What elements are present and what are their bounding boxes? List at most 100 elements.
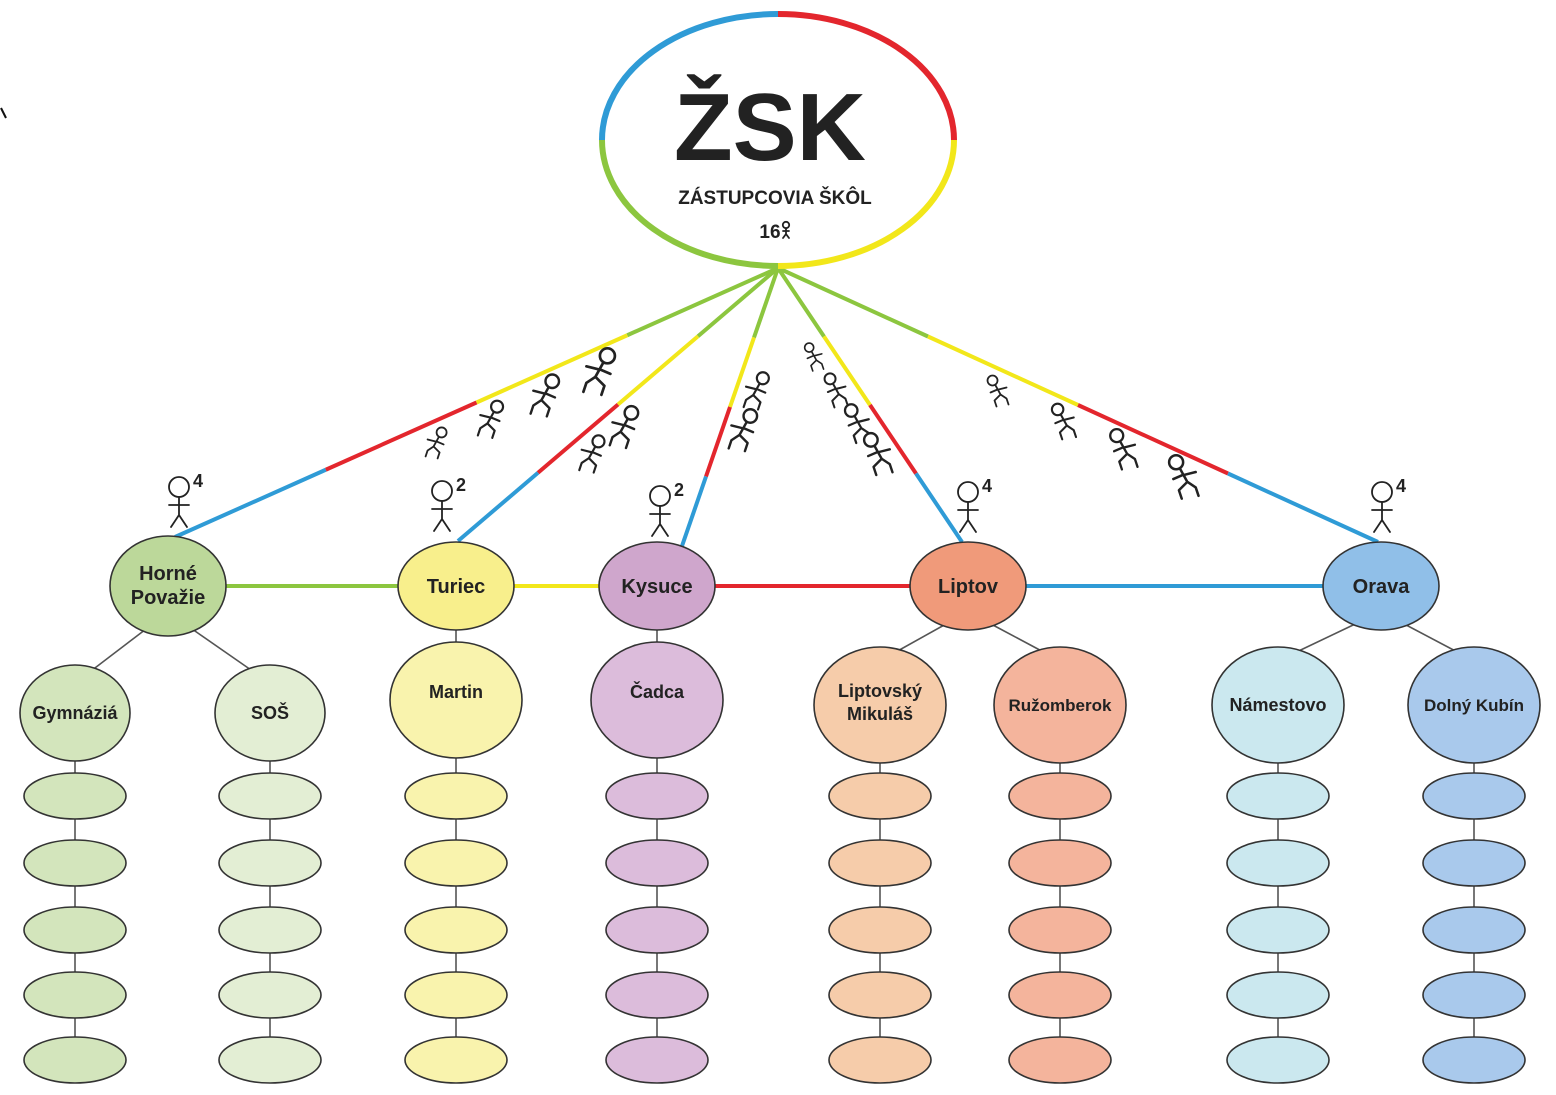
school-slot bbox=[1226, 906, 1330, 954]
school-slot bbox=[1008, 839, 1112, 887]
school-node bbox=[19, 664, 131, 762]
school-slot bbox=[404, 839, 508, 887]
school-slot bbox=[828, 772, 932, 820]
root-count: 16 bbox=[759, 222, 780, 243]
running-person-icon bbox=[862, 431, 894, 477]
root-link-segment bbox=[914, 472, 964, 544]
school-slot bbox=[1226, 839, 1330, 887]
root-link-segment bbox=[1077, 403, 1229, 476]
school-slot bbox=[404, 772, 508, 820]
school-slot bbox=[1226, 772, 1330, 820]
region-count: 4 bbox=[1396, 476, 1406, 496]
school-slot bbox=[1422, 971, 1526, 1019]
school-slot bbox=[404, 906, 508, 954]
region-count: 4 bbox=[982, 476, 992, 496]
school-slot bbox=[218, 839, 322, 887]
running-person-icon bbox=[1050, 402, 1078, 441]
root-link-segment bbox=[626, 266, 779, 338]
region-name: Kysuce bbox=[621, 576, 692, 598]
school-branch: SOŠ bbox=[193, 629, 326, 1084]
school-slot bbox=[605, 772, 709, 820]
region-name: Turiec bbox=[427, 576, 486, 598]
school-branch: Námestovo bbox=[1211, 623, 1356, 1084]
running-person-icon bbox=[727, 408, 759, 453]
school-label: Námestovo bbox=[1229, 695, 1326, 715]
school-branch: Gymnáziá bbox=[19, 629, 146, 1084]
school-slot bbox=[23, 839, 127, 887]
school-slot bbox=[1008, 906, 1112, 954]
region-count: 4 bbox=[193, 471, 203, 491]
root-title: ŽSK bbox=[674, 73, 866, 181]
school-label: Dolný Kubín bbox=[1424, 696, 1524, 715]
region-node: Orava 4 bbox=[1322, 476, 1440, 631]
running-person-icon bbox=[424, 426, 448, 460]
school-node bbox=[1407, 646, 1541, 764]
school-slot bbox=[23, 1036, 127, 1084]
school-slot bbox=[1226, 1036, 1330, 1084]
root-link-segment bbox=[696, 266, 780, 338]
root-link-segment bbox=[868, 403, 918, 475]
running-person-icon bbox=[582, 346, 617, 397]
school-slot bbox=[404, 971, 508, 1019]
school-label: Ružomberok bbox=[1009, 696, 1113, 715]
person-icon bbox=[781, 220, 791, 239]
school-slot bbox=[218, 772, 322, 820]
running-person-icon bbox=[986, 374, 1010, 408]
region-name: Orava bbox=[1353, 576, 1411, 598]
school-node bbox=[590, 641, 724, 759]
school-slot bbox=[1422, 772, 1526, 820]
running-person-icon bbox=[803, 342, 825, 372]
running-person-icon bbox=[578, 434, 606, 474]
root-node: ŽSK ZÁSTUPCOVIA ŠKÔL 16 bbox=[599, 11, 957, 269]
school-slot bbox=[605, 971, 709, 1019]
school-slot bbox=[218, 1036, 322, 1084]
root-link-segment bbox=[704, 406, 732, 478]
school-slot bbox=[605, 906, 709, 954]
root-link-segment bbox=[822, 335, 872, 407]
school-slot bbox=[1422, 1036, 1526, 1084]
root-link-segment bbox=[752, 267, 780, 339]
running-figures bbox=[424, 342, 1200, 500]
school-label: Čadca bbox=[630, 681, 685, 702]
root-link-segment bbox=[927, 334, 1079, 407]
person-icon bbox=[957, 481, 979, 533]
school-node bbox=[1211, 646, 1345, 764]
school-slot bbox=[218, 906, 322, 954]
school-slot bbox=[404, 1036, 508, 1084]
school-branch: Martin bbox=[389, 624, 523, 1084]
running-person-icon bbox=[529, 373, 561, 418]
root-link-segment bbox=[324, 400, 478, 472]
running-person-icon bbox=[608, 404, 640, 450]
school-slot bbox=[218, 971, 322, 1019]
running-person-icon bbox=[823, 372, 849, 409]
region-count: 2 bbox=[456, 475, 466, 495]
root-link-segment bbox=[475, 333, 629, 405]
school-slot bbox=[828, 906, 932, 954]
root-link-segment bbox=[680, 475, 708, 547]
person-icon bbox=[168, 476, 190, 528]
root-arc-blue bbox=[599, 11, 779, 141]
school-slot bbox=[23, 971, 127, 1019]
running-person-icon bbox=[1167, 453, 1200, 500]
school-slot bbox=[605, 839, 709, 887]
root-arc-red bbox=[777, 11, 957, 141]
school-branch: Ružomberok bbox=[990, 623, 1127, 1084]
root-link-segment bbox=[777, 266, 929, 339]
stray-mark bbox=[0, 107, 7, 119]
school-slot bbox=[23, 906, 127, 954]
school-slot bbox=[1422, 906, 1526, 954]
root-link-segment bbox=[174, 467, 327, 539]
person-icon bbox=[431, 480, 453, 532]
root-connections bbox=[174, 266, 1379, 547]
school-slot bbox=[1422, 839, 1526, 887]
root-arc-green bbox=[599, 139, 779, 269]
region-node: Turiec 2 bbox=[397, 475, 515, 631]
running-person-icon bbox=[476, 399, 505, 439]
root-arc-yellow bbox=[777, 139, 957, 269]
school-slot bbox=[828, 971, 932, 1019]
